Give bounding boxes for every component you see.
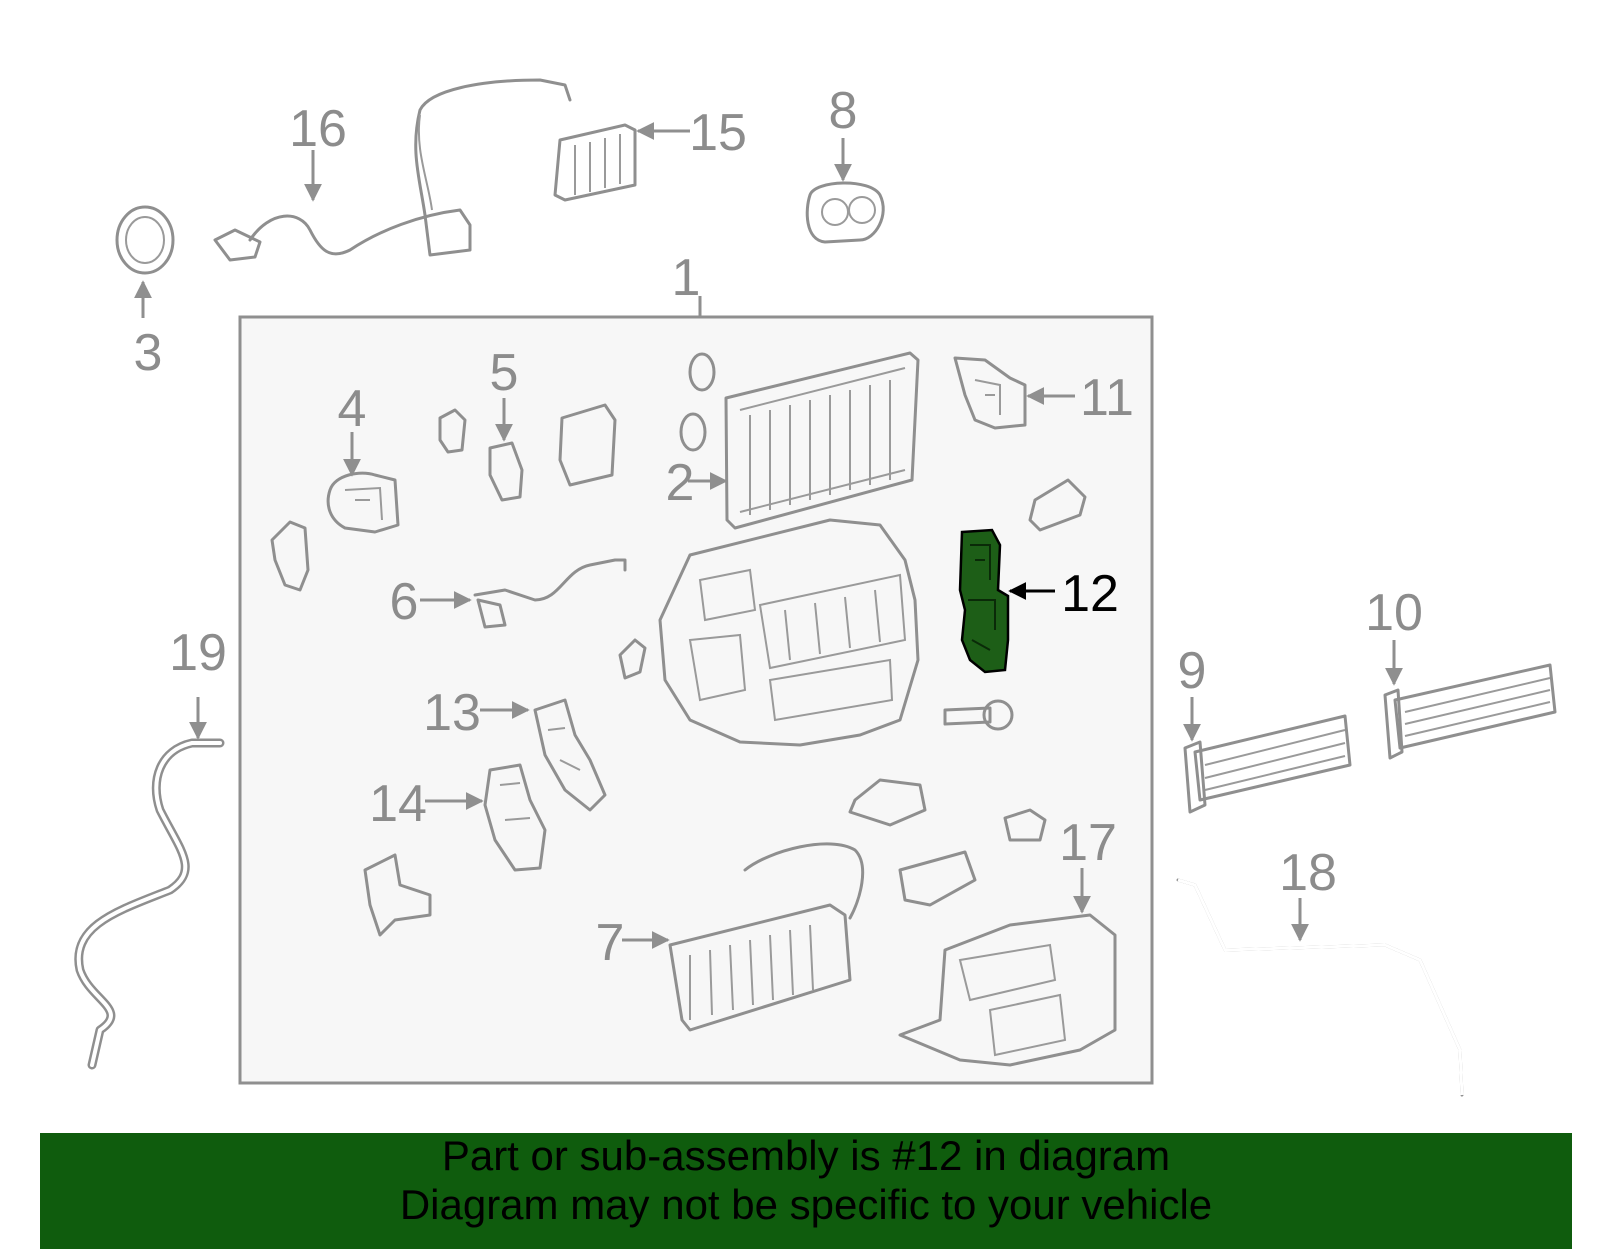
callout-19[interactable]: 19 bbox=[169, 624, 227, 682]
part-14-actuator[interactable] bbox=[483, 763, 547, 872]
callout-17[interactable]: 17 bbox=[1059, 814, 1117, 872]
part-17-lower-case[interactable] bbox=[898, 913, 1117, 1067]
callout-15[interactable]: 15 bbox=[689, 104, 747, 162]
part-15-module[interactable] bbox=[553, 123, 637, 202]
assembly-box bbox=[238, 315, 1154, 1085]
part-5-actuator[interactable] bbox=[438, 403, 617, 502]
part-6-wire[interactable] bbox=[473, 558, 627, 629]
part-2-evaporator[interactable] bbox=[679, 351, 920, 530]
part-bracket-lower-left[interactable] bbox=[363, 853, 432, 937]
callout-12[interactable]: 12 bbox=[1061, 565, 1119, 623]
part-16-wire-harness[interactable] bbox=[213, 78, 572, 262]
callout-6[interactable]: 6 bbox=[390, 573, 419, 631]
callout-1[interactable]: 1 bbox=[672, 249, 701, 307]
callout-9[interactable]: 9 bbox=[1178, 642, 1207, 700]
part-7-heater-core[interactable] bbox=[668, 842, 865, 1032]
callout-14[interactable]: 14 bbox=[369, 775, 427, 833]
part-19-tube[interactable] bbox=[74, 738, 225, 1070]
heater-case-housing bbox=[618, 518, 920, 747]
callout-18[interactable]: 18 bbox=[1279, 844, 1337, 902]
part-18-tube[interactable] bbox=[1176, 878, 1464, 1097]
callout-11[interactable]: 11 bbox=[1080, 369, 1134, 427]
callout-16[interactable]: 16 bbox=[289, 100, 347, 158]
callout-2[interactable]: 2 bbox=[666, 454, 695, 512]
part-8-seal[interactable] bbox=[805, 181, 885, 244]
callout-3[interactable]: 3 bbox=[134, 324, 163, 382]
callout-8[interactable]: 8 bbox=[829, 82, 858, 140]
banner-line-1: Part or sub-assembly is #12 in diagram bbox=[441, 1132, 1171, 1179]
callout-5[interactable]: 5 bbox=[490, 344, 519, 402]
part-4-servo-motor[interactable] bbox=[270, 471, 400, 592]
part-bolt[interactable] bbox=[943, 699, 1014, 731]
callout-4[interactable]: 4 bbox=[338, 380, 367, 438]
banner-line-2: Diagram may not be specific to your vehi… bbox=[399, 1181, 1213, 1228]
part-9-duct[interactable] bbox=[1183, 714, 1352, 814]
part-3-grommet[interactable] bbox=[115, 205, 175, 275]
callout-7[interactable]: 7 bbox=[596, 914, 625, 972]
callout-10[interactable]: 10 bbox=[1365, 584, 1423, 642]
part-12-highlighted[interactable] bbox=[958, 528, 1010, 674]
callout-13[interactable]: 13 bbox=[423, 684, 481, 742]
part-13-servo[interactable] bbox=[533, 698, 607, 812]
part-10-duct[interactable] bbox=[1383, 663, 1557, 760]
part-small-brackets[interactable] bbox=[848, 478, 1087, 907]
part-11-bracket[interactable] bbox=[953, 356, 1027, 430]
info-banner: Part or sub-assembly is #12 in diagram D… bbox=[40, 1132, 1572, 1249]
